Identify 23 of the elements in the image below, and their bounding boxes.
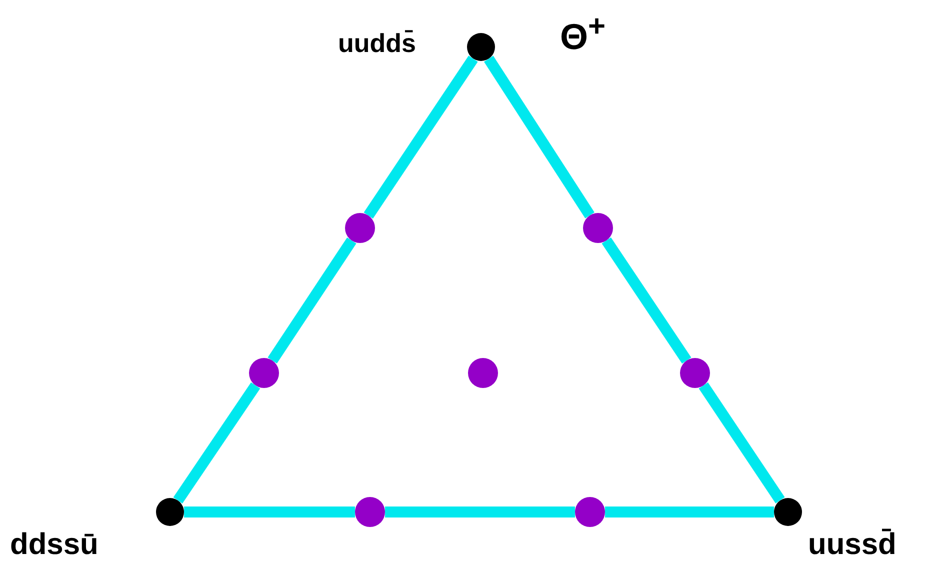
weight-dot	[680, 358, 710, 388]
line-segment	[268, 237, 356, 364]
state-label: ddssū	[10, 528, 98, 562]
weight-dot	[249, 358, 279, 388]
weight-dot	[774, 498, 802, 526]
line-segment	[698, 382, 785, 504]
weight-dot	[575, 497, 605, 527]
state-label: uussd̄	[808, 528, 896, 562]
line-segment	[184, 506, 355, 518]
weight-dot	[156, 498, 184, 526]
weight-dot	[468, 358, 498, 388]
weight-dot	[467, 33, 495, 61]
line-segment	[605, 506, 774, 518]
line-segment	[385, 506, 575, 518]
weight-dot	[345, 213, 375, 243]
weight-dot	[355, 497, 385, 527]
weight-dot	[583, 213, 613, 243]
line-segment	[364, 56, 478, 219]
state-label: Θ$^{+}$	[560, 10, 606, 58]
line-segment	[173, 382, 260, 504]
line-segment	[602, 237, 692, 364]
state-label: uudds̄	[338, 28, 416, 59]
line-segment	[484, 56, 594, 218]
